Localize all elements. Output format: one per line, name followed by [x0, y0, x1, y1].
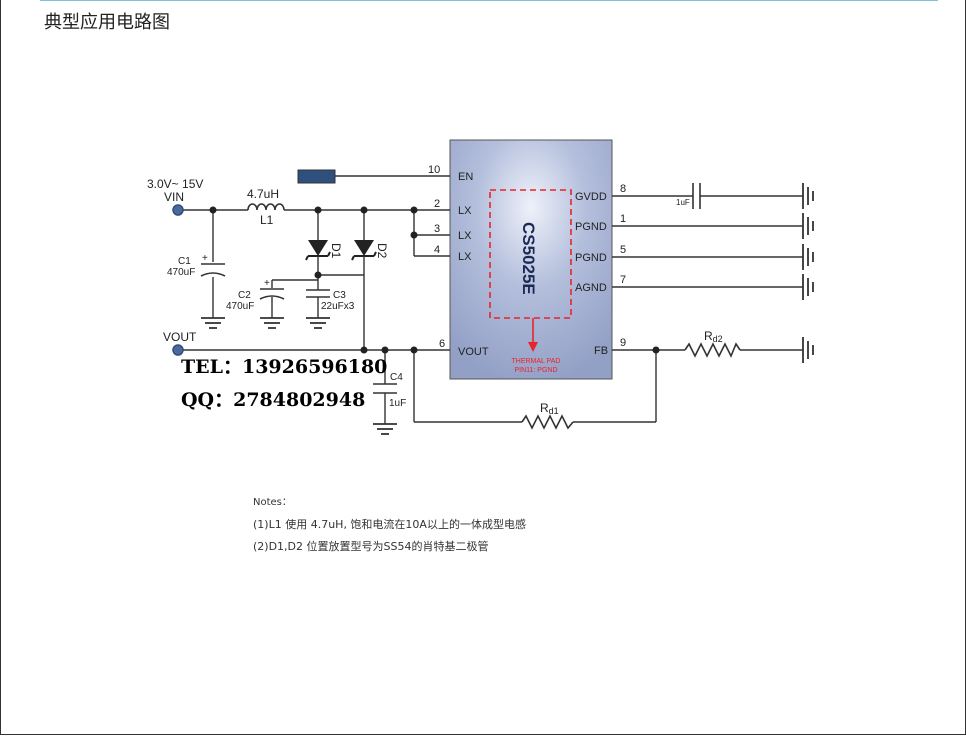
rd2-main: R [704, 329, 713, 343]
inductor-ref-label: L1 [260, 213, 274, 227]
rd2-sub: d2 [713, 334, 723, 344]
en-input-block [297, 169, 336, 184]
pin-name-pgnd5: PGND [575, 252, 607, 264]
ground-gvdd [802, 183, 814, 209]
notes-heading: Notes： [253, 497, 292, 508]
resistor-rd1 [521, 414, 574, 430]
c1-value-label: 470uF [167, 267, 195, 278]
vin-label: VIN [164, 190, 184, 204]
d1-ref-label: D1 [329, 243, 343, 259]
thermal-pad-pin-label: PIN11: PGND [514, 367, 557, 374]
vout-label: VOUT [163, 330, 197, 344]
pin-num-pgnd1: 1 [620, 213, 626, 225]
pin-num-agnd: 7 [620, 274, 626, 286]
vin-range-label: 3.0V~ 15V [147, 177, 203, 191]
pin-name-lx2: LX [458, 205, 472, 217]
pin-num-lx4: 4 [434, 244, 440, 256]
diode-d1 [305, 240, 331, 262]
notes-line-1: (1)L1 使用 4.7uH, 饱和电流在10A以上的一体成型电感 [253, 518, 526, 531]
contact-qq: QQ：2784802948 [181, 389, 366, 411]
notes-section: Notes： (1)L1 使用 4.7uH, 饱和电流在10A以上的一体成型电感… [253, 492, 526, 558]
chip-name: CS5025E [519, 222, 538, 295]
ground-rd2 [802, 337, 814, 363]
pin-name-pgnd1: PGND [575, 221, 607, 233]
ground-symbols [201, 183, 814, 435]
c4-ref-label: C4 [390, 372, 403, 383]
c3-value-label: 22uFx3 [321, 301, 355, 312]
pin-num-gvdd: 8 [620, 183, 626, 195]
pin-num-en: 10 [428, 164, 440, 176]
thermal-pad-arrow-head [528, 342, 538, 352]
pin-num-pgnd5: 5 [620, 244, 626, 256]
pin-name-gvdd: GVDD [575, 191, 607, 203]
c2-value-label: 470uF [226, 301, 254, 312]
pin-name-agnd: AGND [575, 282, 607, 294]
rd1-main: R [540, 401, 549, 415]
pin-name-lx3: LX [458, 230, 472, 242]
pin-name-fb: FB [594, 345, 608, 357]
c2-plus-label: + [264, 278, 270, 289]
gvdd-cap-value-label: 1uF [676, 198, 690, 207]
pin-num-lx2: 2 [434, 198, 440, 210]
pin-name-lx4: LX [458, 251, 472, 263]
ground-c1 [201, 317, 225, 329]
c1-ref-label: C1 [178, 256, 191, 267]
inductor-l1 [247, 203, 285, 211]
d2-ref-label: D2 [375, 243, 389, 259]
ic-body [449, 139, 613, 380]
vin-terminal [172, 204, 184, 216]
rd2-label: Rd2 [704, 329, 723, 344]
ground-pgnd1 [802, 213, 814, 239]
inductor-value-label: 4.7uH [247, 187, 279, 201]
rd1-sub: d1 [549, 406, 559, 416]
ground-c3 [306, 317, 330, 329]
top-divider [40, 0, 938, 1]
c4-value-label: 1uF [389, 398, 406, 409]
ground-agnd [802, 274, 814, 300]
ground-c2 [260, 317, 284, 329]
c2-ref-label: C2 [238, 290, 251, 301]
diode-d2 [351, 240, 377, 262]
c1-plus-label: + [202, 253, 208, 264]
pin-name-en: EN [458, 171, 473, 183]
vout-terminal [172, 344, 184, 356]
ground-c4 [373, 423, 397, 435]
contact-tel: TEL：13926596180 [181, 356, 388, 378]
pin-num-fb: 9 [620, 337, 626, 349]
capacitors [200, 183, 701, 394]
pin-name-vout: VOUT [458, 346, 489, 358]
c3-ref-label: C3 [333, 290, 346, 301]
rd1-label: Rd1 [540, 401, 559, 416]
pin-num-lx3: 3 [434, 223, 440, 235]
thermal-pad-outline [489, 189, 572, 319]
resistor-rd2 [684, 342, 741, 358]
notes-line-2: (2)D1,D2 位置放置型号为SS54的肖特基二极管 [253, 540, 489, 553]
page-title: 典型应用电路图 [44, 12, 170, 33]
ground-pgnd5 [802, 244, 814, 270]
pin-num-vout: 6 [439, 338, 445, 350]
thermal-pad-label: THERMAL PAD [511, 358, 560, 365]
junction-dots [209, 206, 660, 354]
